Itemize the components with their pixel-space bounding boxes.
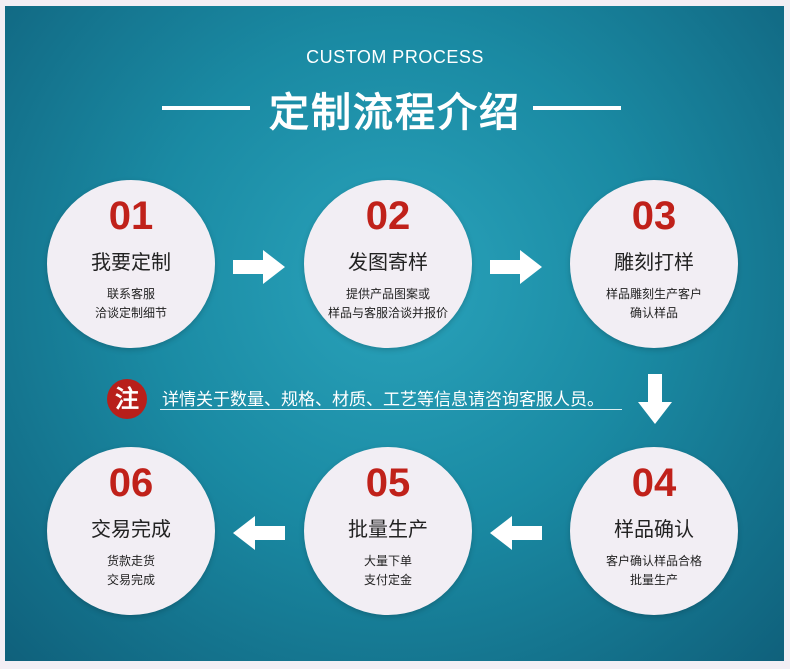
step-description-line: 大量下单 [363, 554, 412, 568]
frame-border-bottom [0, 661, 790, 669]
subtitle: CUSTOM PROCESS [306, 47, 484, 67]
step-number: 06 [108, 461, 154, 505]
frame-border-top [0, 0, 790, 6]
step-number: 01 [108, 194, 154, 238]
step-03-circle: 03 雕刻打样 样品雕刻生产客户 确认样品 [570, 180, 738, 348]
step-description-line: 样品与客服洽谈并报价 [327, 306, 448, 320]
step-number: 03 [631, 194, 677, 238]
arrow-left-icon [233, 516, 285, 550]
title-line-left [162, 106, 250, 110]
step-number: 02 [365, 194, 411, 238]
step-name: 雕刻打样 [614, 250, 694, 274]
step-name: 样品确认 [614, 517, 694, 541]
step-06-circle: 06 交易完成 货款走货 交易完成 [47, 447, 215, 615]
step-name: 批量生产 [348, 517, 428, 541]
step-description: 大量下单 支付定金 [304, 552, 472, 590]
step-description-line: 支付定金 [363, 573, 412, 587]
step-01-circle: 01 我要定制 联系客服 洽谈定制细节 [47, 180, 215, 348]
arrow-right-icon [233, 250, 285, 284]
note-text: 详情关于数量、规格、材质、工艺等信息请咨询客服人员。 [162, 390, 604, 410]
arrow-right-icon [490, 250, 542, 284]
step-description: 货款走货 交易完成 [47, 552, 215, 590]
note-badge: 注 [107, 379, 147, 419]
step-description-line: 客户确认样品合格 [605, 554, 702, 568]
step-description-line: 交易完成 [106, 573, 155, 587]
step-name: 我要定制 [91, 250, 171, 274]
step-description: 客户确认样品合格 批量生产 [570, 552, 738, 590]
step-02-circle: 02 发图寄样 提供产品图案或 样品与客服洽谈并报价 [304, 180, 472, 348]
arrow-down-icon [638, 374, 672, 424]
step-name: 交易完成 [91, 517, 171, 541]
step-04-circle: 04 样品确认 客户确认样品合格 批量生产 [570, 447, 738, 615]
step-description: 提供产品图案或 样品与客服洽谈并报价 [304, 285, 472, 323]
step-number: 04 [631, 461, 677, 505]
step-05-circle: 05 批量生产 大量下单 支付定金 [304, 447, 472, 615]
arrow-left-icon [490, 516, 542, 550]
step-description: 样品雕刻生产客户 确认样品 [570, 285, 738, 323]
step-description-line: 洽谈定制细节 [94, 306, 167, 320]
step-description-line: 提供产品图案或 [345, 287, 430, 301]
step-name: 发图寄样 [348, 250, 428, 274]
frame-border-right [784, 0, 790, 669]
step-description-line: 批量生产 [629, 573, 678, 587]
step-description: 联系客服 洽谈定制细节 [47, 285, 215, 323]
note-underline [160, 409, 622, 410]
step-description-line: 货款走货 [106, 554, 155, 568]
step-number: 05 [365, 461, 411, 505]
step-description-line: 样品雕刻生产客户 [605, 287, 702, 301]
title-line-right [533, 106, 621, 110]
page-title: 定制流程介绍 [269, 90, 521, 136]
step-description-line: 联系客服 [106, 287, 155, 301]
step-description-line: 确认样品 [629, 306, 678, 320]
frame-border-left [0, 0, 5, 669]
